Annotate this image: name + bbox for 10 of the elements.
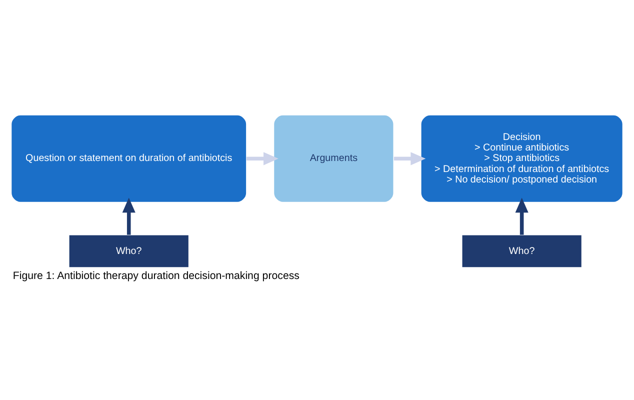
arrow xyxy=(394,152,426,166)
arrow xyxy=(515,198,528,235)
node-box: Question or statement on duration of antibiotcis xyxy=(10,114,247,203)
node-box: Who? xyxy=(462,234,582,268)
node-box: Arguments xyxy=(273,114,394,203)
caption: Figure 1: Antibiotic therapy duration decision-making process xyxy=(12,270,300,282)
arrow xyxy=(246,152,278,166)
node-box: Who? xyxy=(68,234,190,268)
node-box: Decision > Continue antibiotics > Stop antibiotics > Determination of duration of antibiotcs > No decision/ postponed decision xyxy=(420,114,624,203)
arrow xyxy=(122,198,136,235)
